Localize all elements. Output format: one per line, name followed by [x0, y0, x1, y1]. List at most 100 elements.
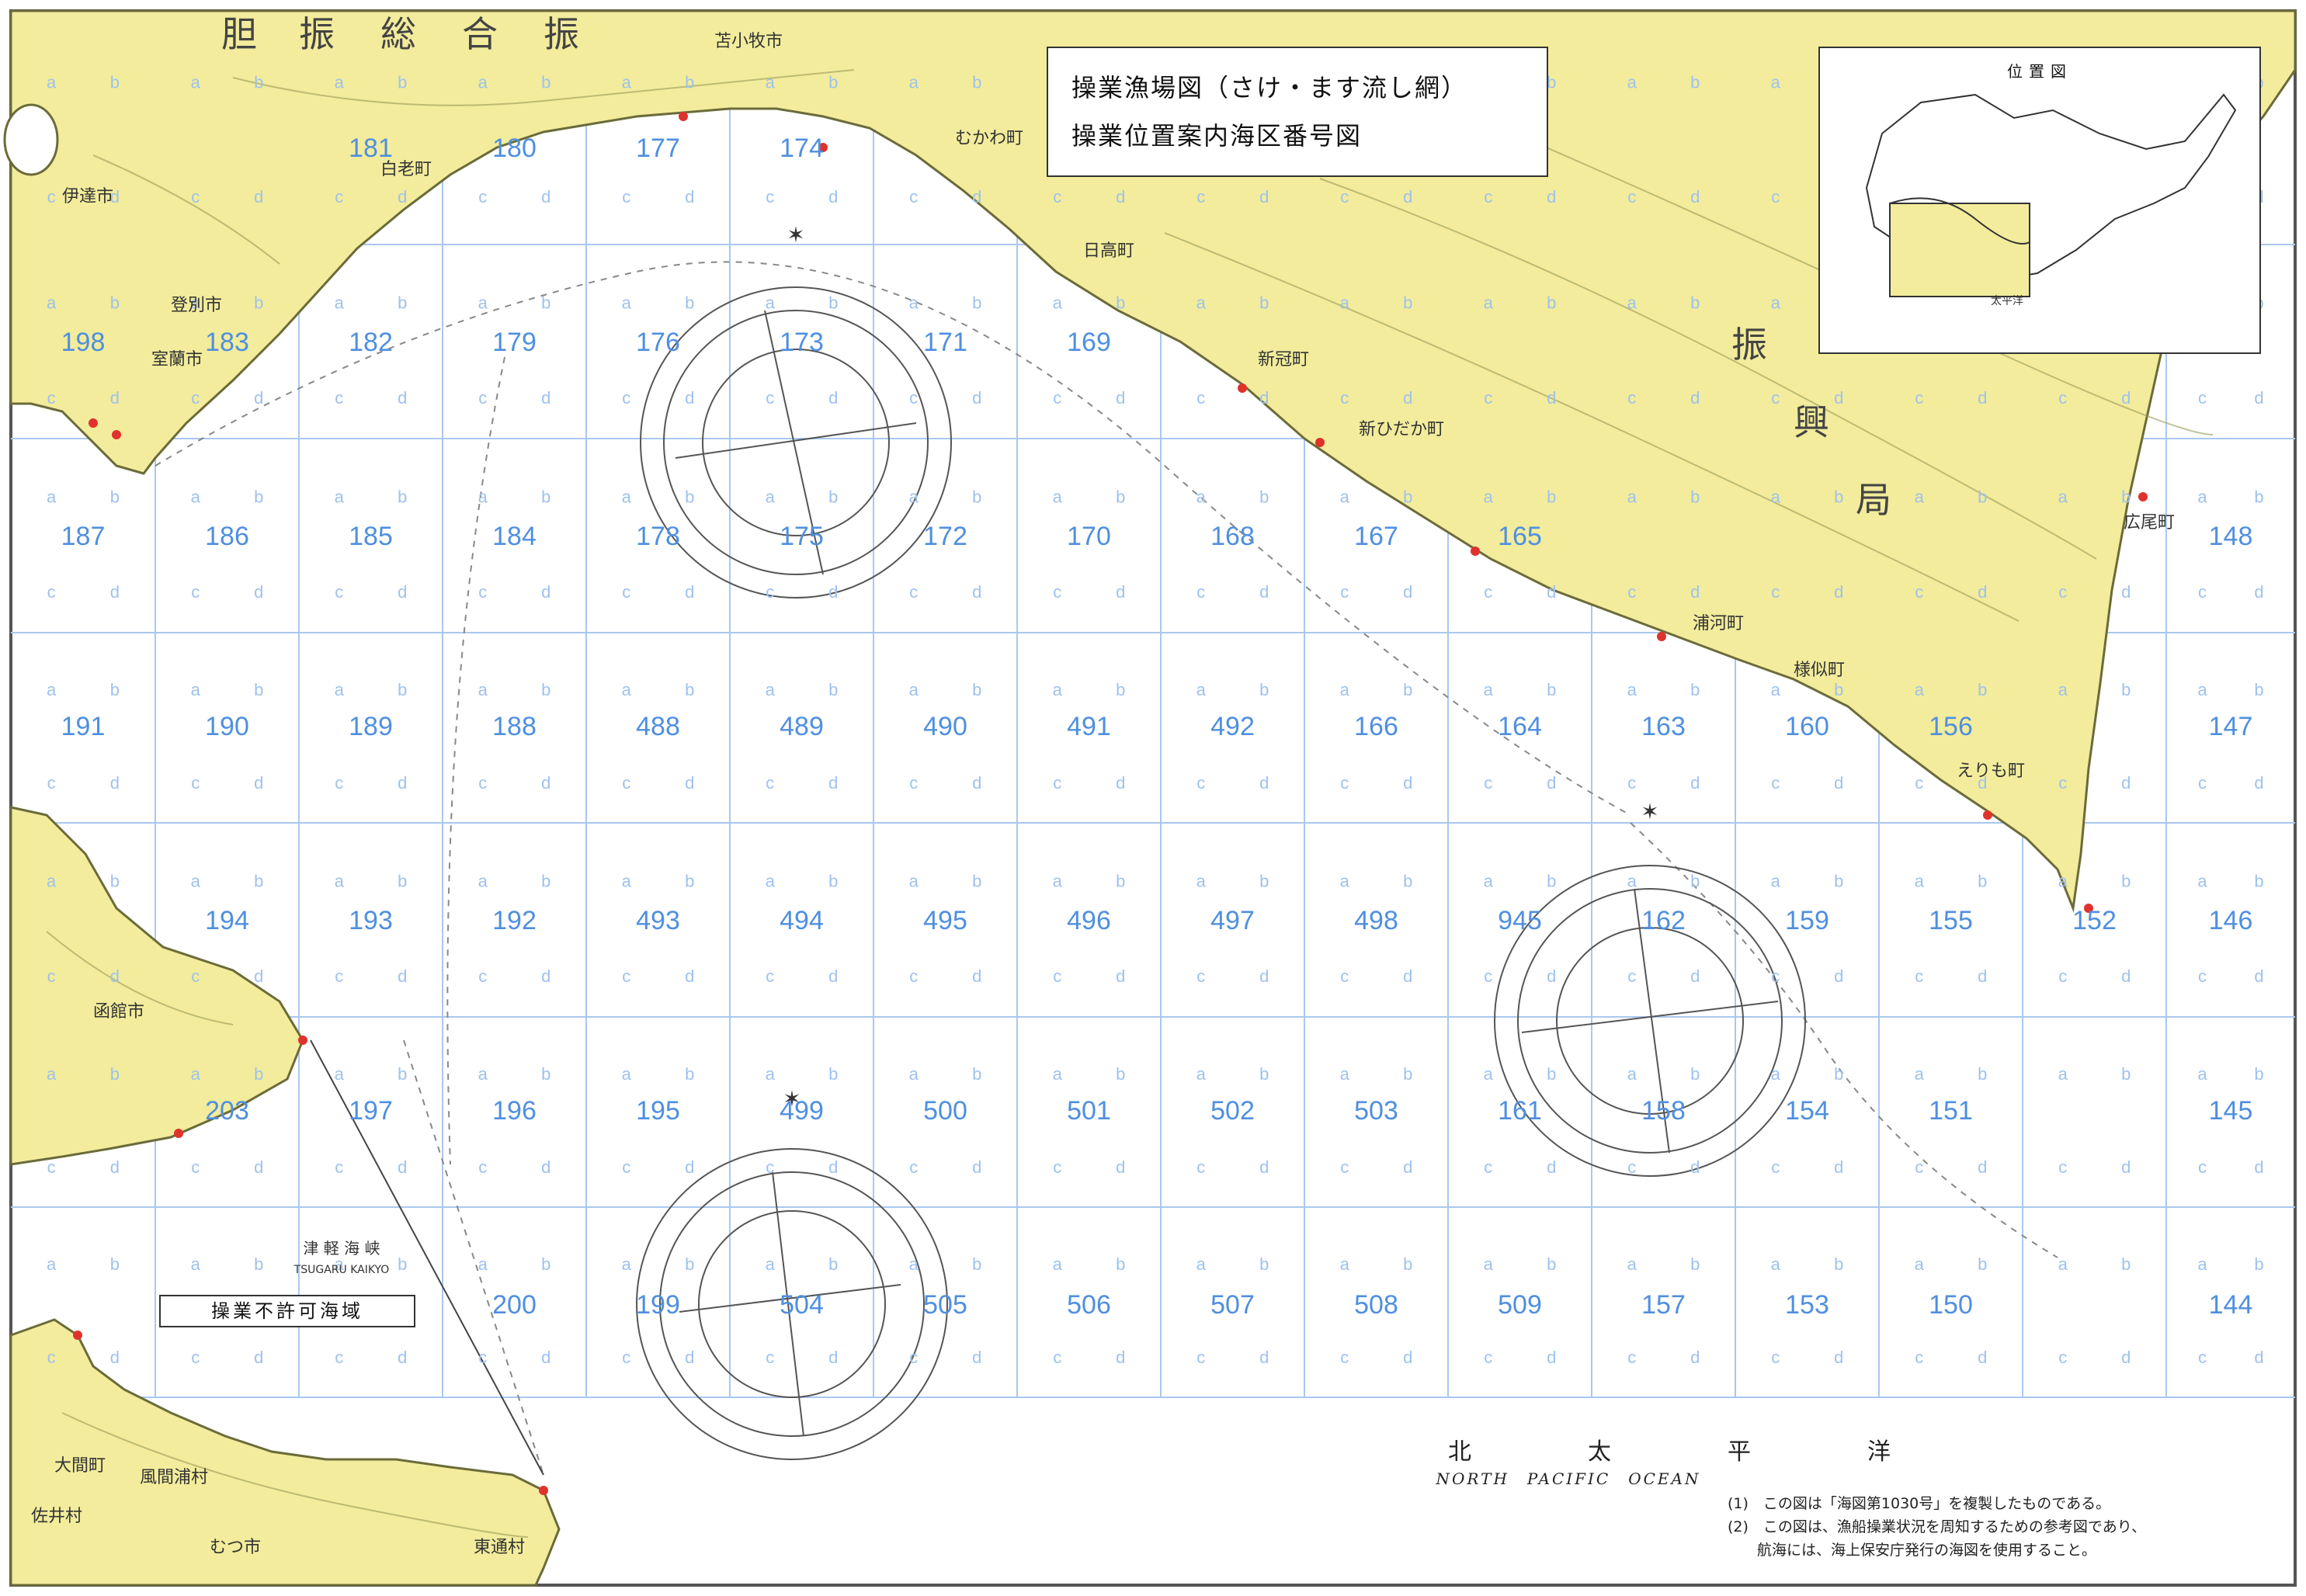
sub-cell-letter: a [2197, 1254, 2207, 1274]
sub-cell-letter: a [1053, 872, 1063, 891]
sub-cell-letter: d [398, 1348, 407, 1367]
sub-cell-letter: b [398, 1064, 407, 1084]
sub-cell-letter: a [1771, 293, 1781, 313]
sub-cell-letter: b [1259, 680, 1269, 699]
sub-cell-letter: c [47, 773, 56, 793]
sub-cell-letter: b [1259, 1064, 1269, 1084]
grid-cell-number: 509 [1498, 1290, 1542, 1320]
sub-cell-letter: d [1403, 966, 1412, 986]
sub-cell-letter: b [110, 680, 120, 699]
sub-cell-letter: a [478, 872, 488, 891]
grid-cell-number: 198 [61, 328, 106, 357]
sub-cell-letter: d [1116, 773, 1125, 793]
sub-cell-letter: c [1340, 187, 1349, 206]
sub-cell-letter: b [1690, 1064, 1700, 1084]
sub-cell-letter: d [1403, 582, 1412, 602]
town-label: 東通村 [474, 1538, 525, 1557]
sub-cell-letter: d [254, 966, 263, 986]
sub-cell-letter: a [1915, 1064, 1925, 1084]
sub-cell-letter: c [1053, 966, 1061, 986]
sub-cell-letter: d [1690, 966, 1700, 986]
grid-cell-number: 163 [1641, 712, 1686, 741]
sub-cell-letter: b [541, 872, 550, 891]
sub-cell-letter: d [1834, 966, 1843, 986]
land-shimokita [9, 1318, 561, 1587]
sub-cell-letter: c [335, 1157, 343, 1177]
grid-cell-number: 488 [636, 712, 680, 741]
sub-cell-letter: d [541, 1157, 550, 1177]
town-labels: 苫小牧市 むかわ町 日高町 新冠町 新ひだか町 浦河町 様似町 えりも町 広尾町… [31, 32, 2175, 1557]
sub-cell-letter: c [1340, 1157, 1349, 1177]
sub-cell-letter: c [335, 1348, 343, 1367]
grid-cell-number: 171 [923, 328, 967, 357]
sub-cell-letter: c [1053, 773, 1061, 793]
sub-cell-letter: c [909, 1348, 918, 1367]
sub-cell-letter: b [541, 680, 550, 699]
sub-cell-letter: d [2121, 1348, 2131, 1367]
sub-cell-letter: d [110, 1348, 120, 1367]
sub-cell-letter: a [1771, 872, 1781, 891]
town-label: 新冠町 [1258, 350, 1309, 370]
sub-cell-letter: c [478, 582, 487, 602]
sub-cell-letter: a [1340, 487, 1350, 507]
sub-cell-letter: c [766, 773, 774, 793]
sub-cell-letter: a [1771, 1254, 1781, 1274]
sub-cell-letter: d [2254, 388, 2263, 408]
sub-cell-letter: a [909, 72, 919, 92]
sub-cell-letter: a [2197, 487, 2207, 507]
sub-cell-letter: d [1403, 1348, 1412, 1367]
sub-cell-letter: c [622, 187, 630, 206]
sub-cell-letter: d [254, 388, 263, 408]
grid-cell-number: 181 [349, 134, 393, 163]
sub-cell-letter: c [1053, 187, 1061, 206]
sub-cell-letter: d [398, 388, 407, 408]
sub-cell-letter: d [1403, 1157, 1412, 1177]
grid-cell-number: 173 [780, 328, 824, 357]
sub-cell-letter: c [335, 966, 343, 986]
sub-cell-letter: d [1834, 1348, 1843, 1367]
sub-cell-letter: d [1259, 966, 1269, 986]
sub-cell-letter: c [1915, 582, 1923, 602]
sub-cell-letter: c [1340, 1348, 1349, 1367]
sub-cell-letter: c [191, 966, 200, 986]
sub-cell-letter: c [1627, 582, 1636, 602]
sub-cell-letter: c [1053, 1157, 1061, 1177]
sub-cell-letter: c [766, 582, 774, 602]
sub-cell-letter: c [2058, 582, 2067, 602]
sub-cell-letter: b [2121, 680, 2131, 699]
sub-cell-letter: d [1259, 773, 1269, 793]
sub-cell-letter: b [972, 1254, 981, 1274]
sub-cell-letter: c [478, 1157, 487, 1177]
sub-cell-letter: a [1340, 680, 1350, 699]
sub-cell-letter: c [335, 187, 343, 206]
grid-cell-number: 499 [780, 1096, 824, 1126]
sub-cell-letter: a [2197, 680, 2207, 699]
sub-cell-letter: c [622, 966, 630, 986]
sub-cell-letter: d [254, 187, 263, 206]
sub-cell-letter: c [191, 1157, 200, 1177]
compass-rose-1: ✶ [640, 222, 952, 598]
inset-coast [1889, 197, 2030, 245]
sub-cell-letter: d [1978, 582, 1987, 602]
sub-cell-letter: d [972, 187, 981, 206]
sub-cell-letter: d [1547, 582, 1556, 602]
sub-cell-letter: b [828, 680, 838, 699]
sub-cell-letter: d [828, 388, 838, 408]
grid-cell-number: 190 [205, 712, 249, 741]
sub-cell-letter: a [1915, 680, 1925, 699]
sub-cell-letter: b [828, 293, 838, 313]
grid-cell-number: 183 [205, 328, 249, 357]
sub-cell-letter: b [110, 1064, 120, 1084]
sub-cell-letter: b [398, 872, 407, 891]
sub-cell-letter: c [909, 388, 918, 408]
sub-cell-letter: d [541, 773, 550, 793]
sub-cell-letter: c [335, 773, 343, 793]
sub-cell-letter: a [1053, 1254, 1063, 1274]
sub-cell-letter: c [1484, 773, 1492, 793]
sub-cell-letter: d [828, 582, 838, 602]
sub-cell-letter: d [1690, 773, 1700, 793]
sub-cell-letter: c [1627, 388, 1636, 408]
sub-cell-letter: d [254, 1348, 263, 1367]
sub-cell-letter: b [828, 487, 838, 507]
sub-cell-letter: c [1915, 1157, 1923, 1177]
